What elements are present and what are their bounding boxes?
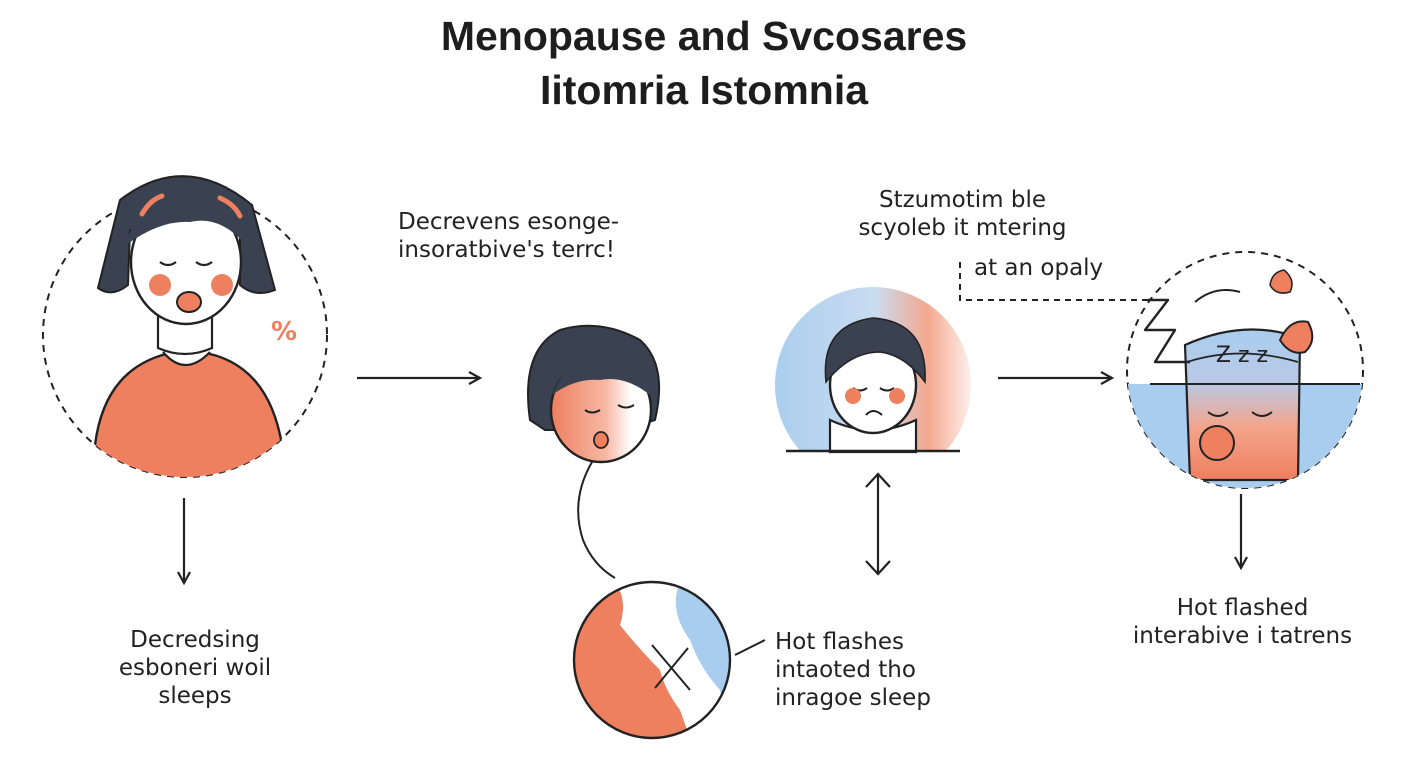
label-bottom-left-line: esboneri woil	[118, 655, 272, 681]
percent-symbol: %	[271, 317, 297, 347]
sleep-zzz-symbol: Z z z	[1216, 343, 1268, 368]
label-bottom-left-line: Decredsing	[130, 627, 260, 653]
label-bottom-right-line: Hot flashed	[1176, 595, 1309, 621]
arrow-bidirectional	[865, 472, 891, 576]
woman-figure-1	[42, 175, 328, 478]
label-top-right: Stzumotim ble scyoleb it mtering	[835, 186, 1090, 242]
label-bottom-middle-line: Hot flashes	[775, 629, 904, 655]
label-top-middle-line: Decrevens esonge-	[398, 209, 620, 235]
diagram-title: Menopause and Svcosares	[440, 13, 968, 59]
label-top-middle-line: insoratbive's terrc!	[398, 237, 615, 263]
skin-closeup-figure	[572, 580, 766, 740]
label-bottom-left: Decredsing esboneri woil sleeps	[80, 626, 310, 710]
label-bottom-middle-line: intaoted tho	[775, 657, 916, 683]
label-top-right-note: at an opaly	[974, 255, 1104, 281]
sleeping-figure: Z z z	[1126, 251, 1364, 489]
label-top-right-line: scyoleb it mtering	[858, 215, 1067, 241]
label-bottom-middle: Hot flashes intaoted tho inragoe sleep	[775, 628, 931, 712]
diagram-subtitle: Iitomria Istomnia	[539, 67, 869, 113]
dashed-connector	[959, 262, 1155, 301]
label-bottom-left-line: sleeps	[158, 683, 232, 709]
woman-figure-3	[775, 287, 971, 454]
label-top-middle: Decrevens esonge- insoratbive's terrc!	[398, 208, 619, 264]
label-bottom-right: Hot flashed interabive i tatrens	[1110, 594, 1375, 650]
woman-figure-2	[527, 324, 661, 579]
label-bottom-right-line: interabive i tatrens	[1132, 623, 1353, 649]
label-bottom-middle-line: inragoe sleep	[775, 685, 931, 711]
label-top-right-line: Stzumotim ble	[878, 187, 1046, 213]
